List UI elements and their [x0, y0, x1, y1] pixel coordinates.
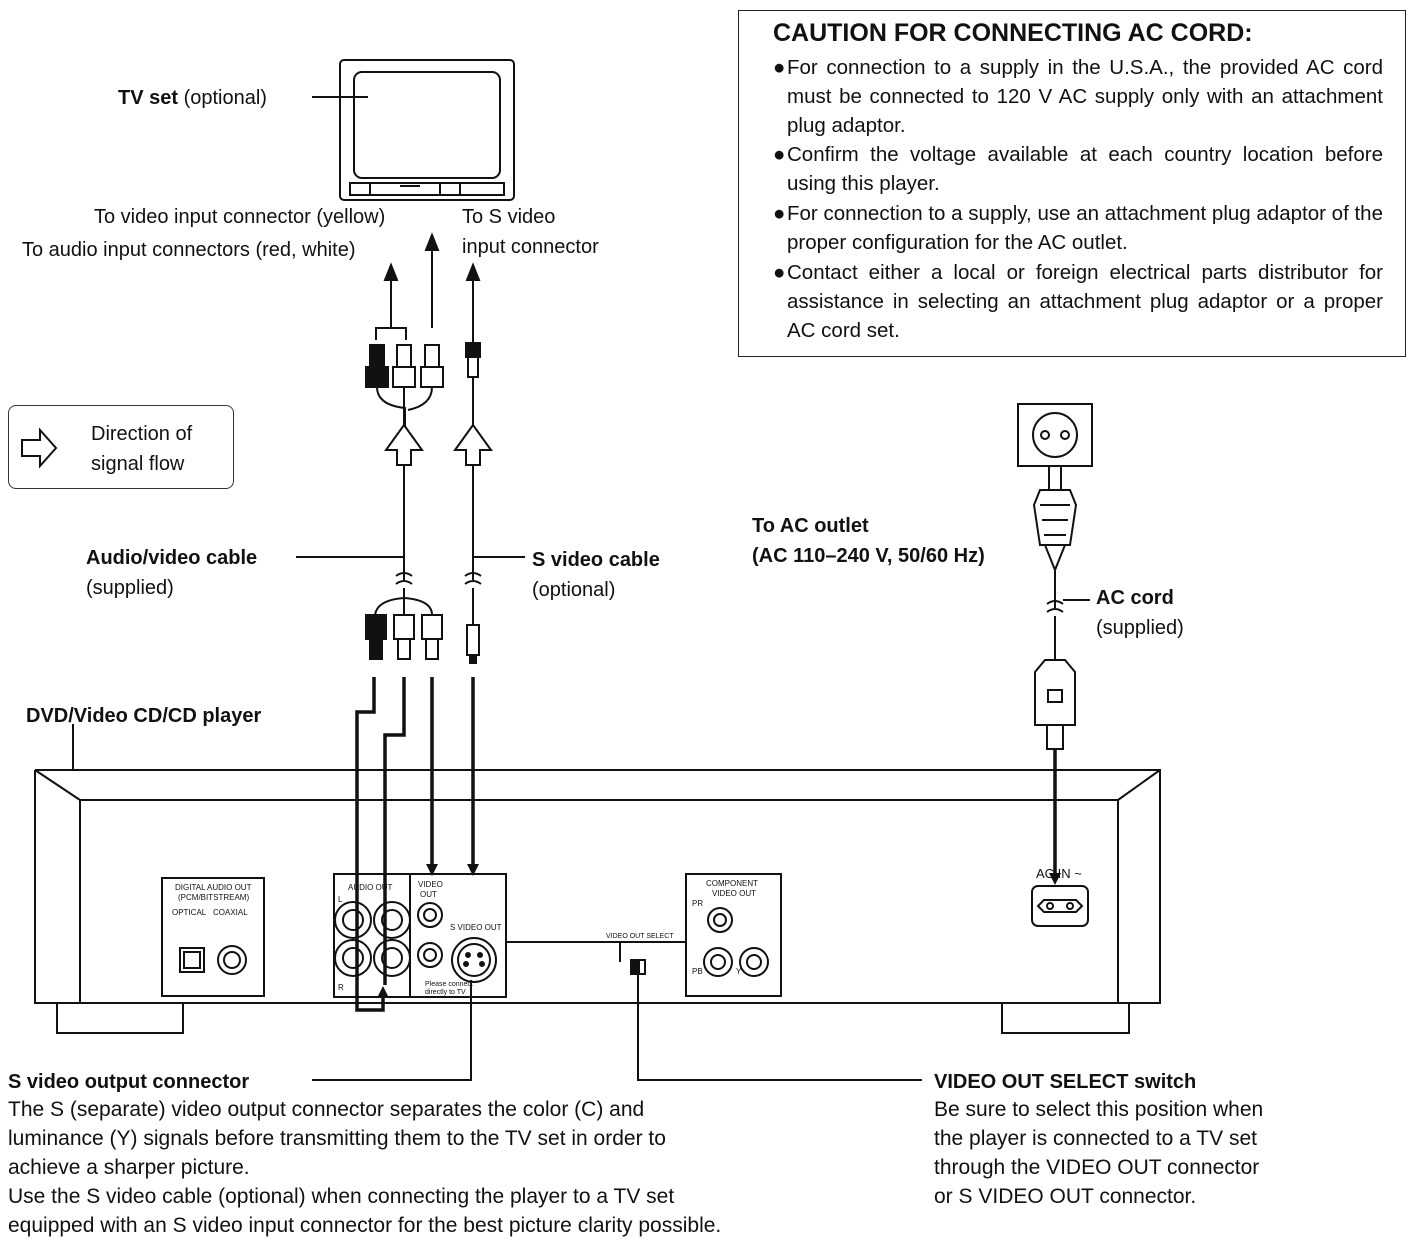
bullet-icon: ● — [773, 56, 786, 79]
panel-y-label: Y — [736, 967, 742, 976]
panel-component-label-2: VIDEO OUT — [712, 889, 756, 898]
panel-bitstream-label: (PCM/BITSTREAM) — [178, 893, 249, 902]
panel-optical-label: OPTICAL — [172, 908, 207, 917]
s-video-cable-note: (optional) — [532, 579, 616, 601]
panel-coaxial-label: COAXIAL — [213, 908, 248, 917]
panel-video-out-select-label: VIDEO OUT SELECT — [606, 933, 674, 940]
s-video-cable-label: S video cable — [532, 549, 660, 571]
ac-cord-note: (supplied) — [1096, 617, 1184, 639]
legend-label-1: Direction of — [91, 423, 193, 445]
av-cable-bottom-plugs — [365, 597, 443, 660]
select-switch-text: the player is connected to a TV set — [934, 1127, 1257, 1150]
panel-audio-out-label: AUDIO OUT — [348, 883, 393, 892]
bullet-icon: ● — [773, 261, 786, 284]
bullet-icon: ● — [773, 202, 786, 225]
caution-item: ● For connection to a supply, use an att… — [773, 199, 1383, 257]
panel-digital-audio-label: DIGITAL AUDIO OUT — [175, 883, 252, 892]
player-body-illustration — [34, 724, 1161, 1034]
caution-item: ● Contact either a local or foreign elec… — [773, 258, 1383, 345]
select-switch-text: Be sure to select this position when — [934, 1098, 1264, 1121]
select-switch-text: through the VIDEO OUT connector — [934, 1156, 1260, 1179]
legend-label-2: signal flow — [91, 453, 185, 475]
ac-outlet-label-2: (AC 110–240 V, 50/60 Hz) — [752, 545, 985, 567]
panel-pr-label: PR — [692, 899, 703, 908]
s-video-connector-text: luminance (Y) signals before transmittin… — [8, 1127, 666, 1150]
av-cable-note: (supplied) — [86, 577, 174, 599]
ac-outlet-label-1: To AC outlet — [752, 515, 869, 537]
tv-set-label: TV set (optional) — [118, 87, 267, 109]
panel-ac-in-label: AC IN ~ — [1036, 866, 1082, 881]
panel-video-out-label-1: VIDEO — [418, 880, 443, 889]
player-label: DVD/Video CD/CD player — [26, 705, 262, 727]
tv-set-illustration — [339, 59, 515, 201]
legend-arrow-shape — [21, 427, 58, 469]
signal-flow-legend: Direction of signal flow — [8, 405, 234, 489]
av-cable-label: Audio/video cable — [86, 547, 258, 569]
panel-s-video-out-label: S VIDEO OUT — [450, 923, 502, 932]
panel-component-label-1: COMPONENT — [706, 879, 758, 888]
panel-s-video-note-2: directly to TV — [425, 989, 466, 996]
ac-cord-label: AC cord — [1096, 587, 1174, 609]
audio-input-label: To audio input connectors (red, white) — [22, 239, 356, 261]
panel-audio-l-label: L — [338, 895, 343, 904]
signal-arrows-up — [383, 232, 481, 343]
select-switch-text: or S VIDEO OUT connector. — [934, 1185, 1197, 1208]
video-input-label: To video input connector (yellow) — [94, 206, 386, 228]
s-video-input-label-1: To S video — [462, 206, 556, 228]
s-video-connector-text: Use the S video cable (optional) when co… — [8, 1185, 675, 1208]
ac-outlet-illustration — [1017, 403, 1093, 467]
s-video-cable-top-plug — [465, 342, 481, 430]
ac-plug-illustration — [1032, 466, 1078, 573]
caution-item: ● For connection to a supply in the U.S.… — [773, 53, 1383, 140]
s-video-connector-text: equipped with an S video input connector… — [8, 1214, 722, 1237]
bullet-icon: ● — [773, 143, 786, 166]
panel-audio-r-label: R — [338, 983, 344, 992]
caution-box: CAUTION FOR CONNECTING AC CORD: ● For co… — [738, 10, 1406, 357]
s-video-connector-title: S video output connector — [8, 1071, 250, 1093]
hollow-flow-arrows — [384, 423, 493, 466]
select-switch-title: VIDEO OUT SELECT switch — [934, 1071, 1197, 1093]
panel-video-out-label-2: OUT — [420, 890, 437, 899]
panel-pb-label: PB — [692, 967, 703, 976]
s-video-connector-text: The S (separate) video output connector … — [8, 1098, 645, 1121]
s-video-input-label-2: input connector — [462, 236, 599, 258]
caution-title: CAUTION FOR CONNECTING AC CORD: — [773, 19, 1253, 47]
caution-item: ● Confirm the voltage available at each … — [773, 140, 1383, 198]
s-video-cable-bottom-plug — [466, 624, 480, 664]
panel-s-video-note-1: Please connect — [425, 981, 473, 988]
s-video-connector-text: achieve a sharper picture. — [8, 1156, 250, 1179]
ac-cord-connector-illustration — [1034, 659, 1076, 750]
av-cable-top-plugs — [365, 344, 444, 430]
